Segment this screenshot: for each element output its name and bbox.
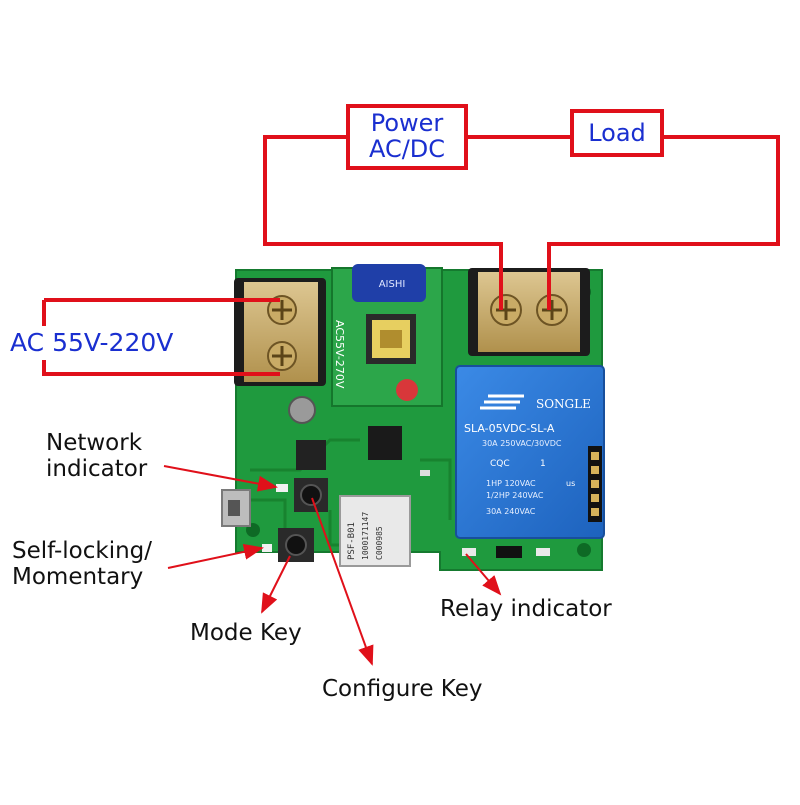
- relay: SONGLE SLA-05VDC-SL-A 30A 250VAC/30VDC C…: [455, 365, 605, 539]
- relay-model: SLA-05VDC-SL-A: [464, 422, 555, 435]
- mode-key-label: Mode Key: [190, 620, 302, 646]
- selflock-line2: Momentary: [12, 564, 144, 590]
- mode-key-button[interactable]: [278, 528, 314, 562]
- network-arrow: [163, 465, 278, 492]
- load-box-label: Load: [588, 119, 646, 147]
- input-terminal-block: [234, 278, 326, 386]
- power-box-line1: Power: [370, 109, 444, 137]
- input-voltage-label: AC 55V-220V: [10, 328, 174, 357]
- relay-cert: CQC: [490, 459, 510, 469]
- mode-key-arrow: [261, 555, 291, 614]
- network-indicator-led: [276, 484, 288, 492]
- relay-indicator-label: Relay indicator: [440, 596, 612, 622]
- header-pins: [588, 446, 602, 522]
- load-wiring: [263, 135, 780, 310]
- load-box: [570, 109, 664, 157]
- power-module-text: AC55V-270V: [333, 320, 346, 389]
- capacitor-text: AISHI: [379, 279, 406, 290]
- small-components: [288, 396, 550, 558]
- selflock-arrow: [167, 543, 264, 569]
- wifi-module-line2: 1000171147: [361, 512, 370, 560]
- wifi-module-line3: C000985: [375, 526, 384, 560]
- power-box: [346, 104, 468, 170]
- relay-rating-1: 30A 250VAC/30VDC: [482, 439, 562, 448]
- selflock-label: Self-locking/ Momentary: [12, 538, 152, 590]
- output-terminal-block: [468, 268, 590, 356]
- wifi-module-line1: PSF-B01: [347, 522, 357, 560]
- power-box-label: Power AC/DC: [348, 110, 466, 162]
- relay-pin: 1: [540, 459, 546, 469]
- configure-key-arrow: [311, 497, 374, 666]
- network-line1: Network: [46, 430, 143, 456]
- relay-rating-2: 1HP 120VAC: [486, 479, 536, 488]
- network-line2: indicator: [46, 456, 148, 482]
- wifi-module: PSF-B01 1000171147 C000985: [339, 495, 411, 567]
- selflock-line1: Self-locking/: [12, 538, 153, 564]
- selflock-indicator-led: [262, 544, 272, 552]
- relay-ul: us: [566, 479, 575, 488]
- relay-brand: SONGLE: [536, 397, 591, 411]
- configure-key-button[interactable]: [294, 478, 328, 512]
- power-module: AISHI AC55V-270V: [331, 264, 443, 407]
- configure-key-label: Configure Key: [322, 676, 483, 702]
- power-box-line2: AC/DC: [368, 135, 446, 163]
- relay-rating-4: 30A 240VAC: [486, 507, 536, 516]
- input-wiring: [42, 298, 280, 376]
- usb-port: [221, 489, 251, 527]
- relay-rating-3: 1/2HP 240VAC: [486, 491, 544, 500]
- network-indicator-label: Network indicator: [46, 430, 147, 482]
- relay-indicator-arrow: [465, 553, 502, 596]
- callout-arrows: [163, 465, 502, 666]
